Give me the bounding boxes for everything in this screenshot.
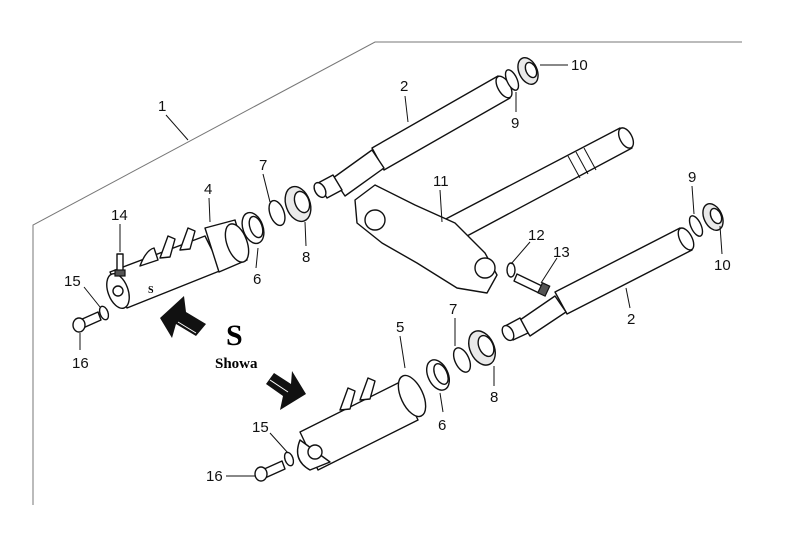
callout-2-upper: 2 bbox=[400, 78, 408, 95]
stanchion-tube-upper bbox=[313, 75, 513, 199]
callout-8-lower: 8 bbox=[490, 389, 498, 406]
callout-6-lower: 6 bbox=[438, 417, 446, 434]
slider-stamp: S bbox=[148, 285, 154, 296]
callout-8-upper: 8 bbox=[302, 249, 310, 266]
brand-logo-letter: S bbox=[226, 319, 243, 352]
callout-16-lower: 16 bbox=[206, 468, 223, 485]
washer-lower bbox=[283, 451, 295, 467]
brand-name: Showa bbox=[215, 356, 258, 372]
top-cap-upper bbox=[517, 57, 539, 85]
washer-12 bbox=[506, 262, 516, 278]
slider-tube-upper bbox=[106, 219, 250, 309]
callout-5: 5 bbox=[396, 319, 404, 336]
callout-6-upper: 6 bbox=[253, 271, 261, 288]
circlip-lower bbox=[452, 347, 472, 373]
arrow-up-left-icon bbox=[160, 296, 206, 338]
slider-tube-lower bbox=[296, 374, 427, 471]
upper-fork-leg bbox=[72, 57, 539, 333]
oil-seal-upper bbox=[284, 185, 312, 223]
callout-16-upper: 16 bbox=[72, 355, 89, 372]
callout-11: 11 bbox=[433, 173, 449, 190]
arrow-down-right-icon bbox=[266, 371, 306, 410]
callout-15-lower: 15 bbox=[252, 419, 269, 436]
lower-fork-leg bbox=[254, 203, 724, 482]
callout-2-lower: 2 bbox=[627, 311, 635, 328]
callout-1: 1 bbox=[158, 98, 166, 115]
stanchion-tube-lower bbox=[501, 227, 695, 342]
assembly-frame bbox=[32, 41, 742, 505]
callout-9-lower: 9 bbox=[688, 169, 696, 186]
callout-7-upper: 7 bbox=[259, 157, 267, 174]
callout-15-upper: 15 bbox=[64, 273, 81, 290]
callout-10-lower: 10 bbox=[714, 257, 731, 274]
bolt-13 bbox=[513, 273, 551, 297]
callout-13: 13 bbox=[553, 244, 570, 261]
washer-upper bbox=[98, 305, 110, 321]
steering-stem bbox=[354, 127, 635, 294]
bolt-upper bbox=[72, 311, 102, 333]
oring-upper bbox=[504, 69, 520, 91]
leader-lines bbox=[79, 64, 723, 477]
callout-12: 12 bbox=[528, 227, 545, 244]
bolt-lower bbox=[254, 460, 286, 482]
callout-9-upper: 9 bbox=[511, 115, 519, 132]
callout-7-lower: 7 bbox=[449, 301, 457, 318]
screw-14 bbox=[114, 253, 126, 277]
top-cap-lower bbox=[702, 203, 724, 231]
oil-seal-lower bbox=[468, 330, 496, 366]
callout-14: 14 bbox=[111, 207, 128, 224]
oring-lower bbox=[688, 215, 704, 237]
callout-4: 4 bbox=[204, 181, 212, 198]
circlip-upper bbox=[268, 199, 286, 227]
callouts: 1 2 4 7 6 8 9 10 11 12 13 14 15 16 5 7 6… bbox=[64, 57, 731, 485]
callout-10-upper: 10 bbox=[571, 57, 588, 74]
